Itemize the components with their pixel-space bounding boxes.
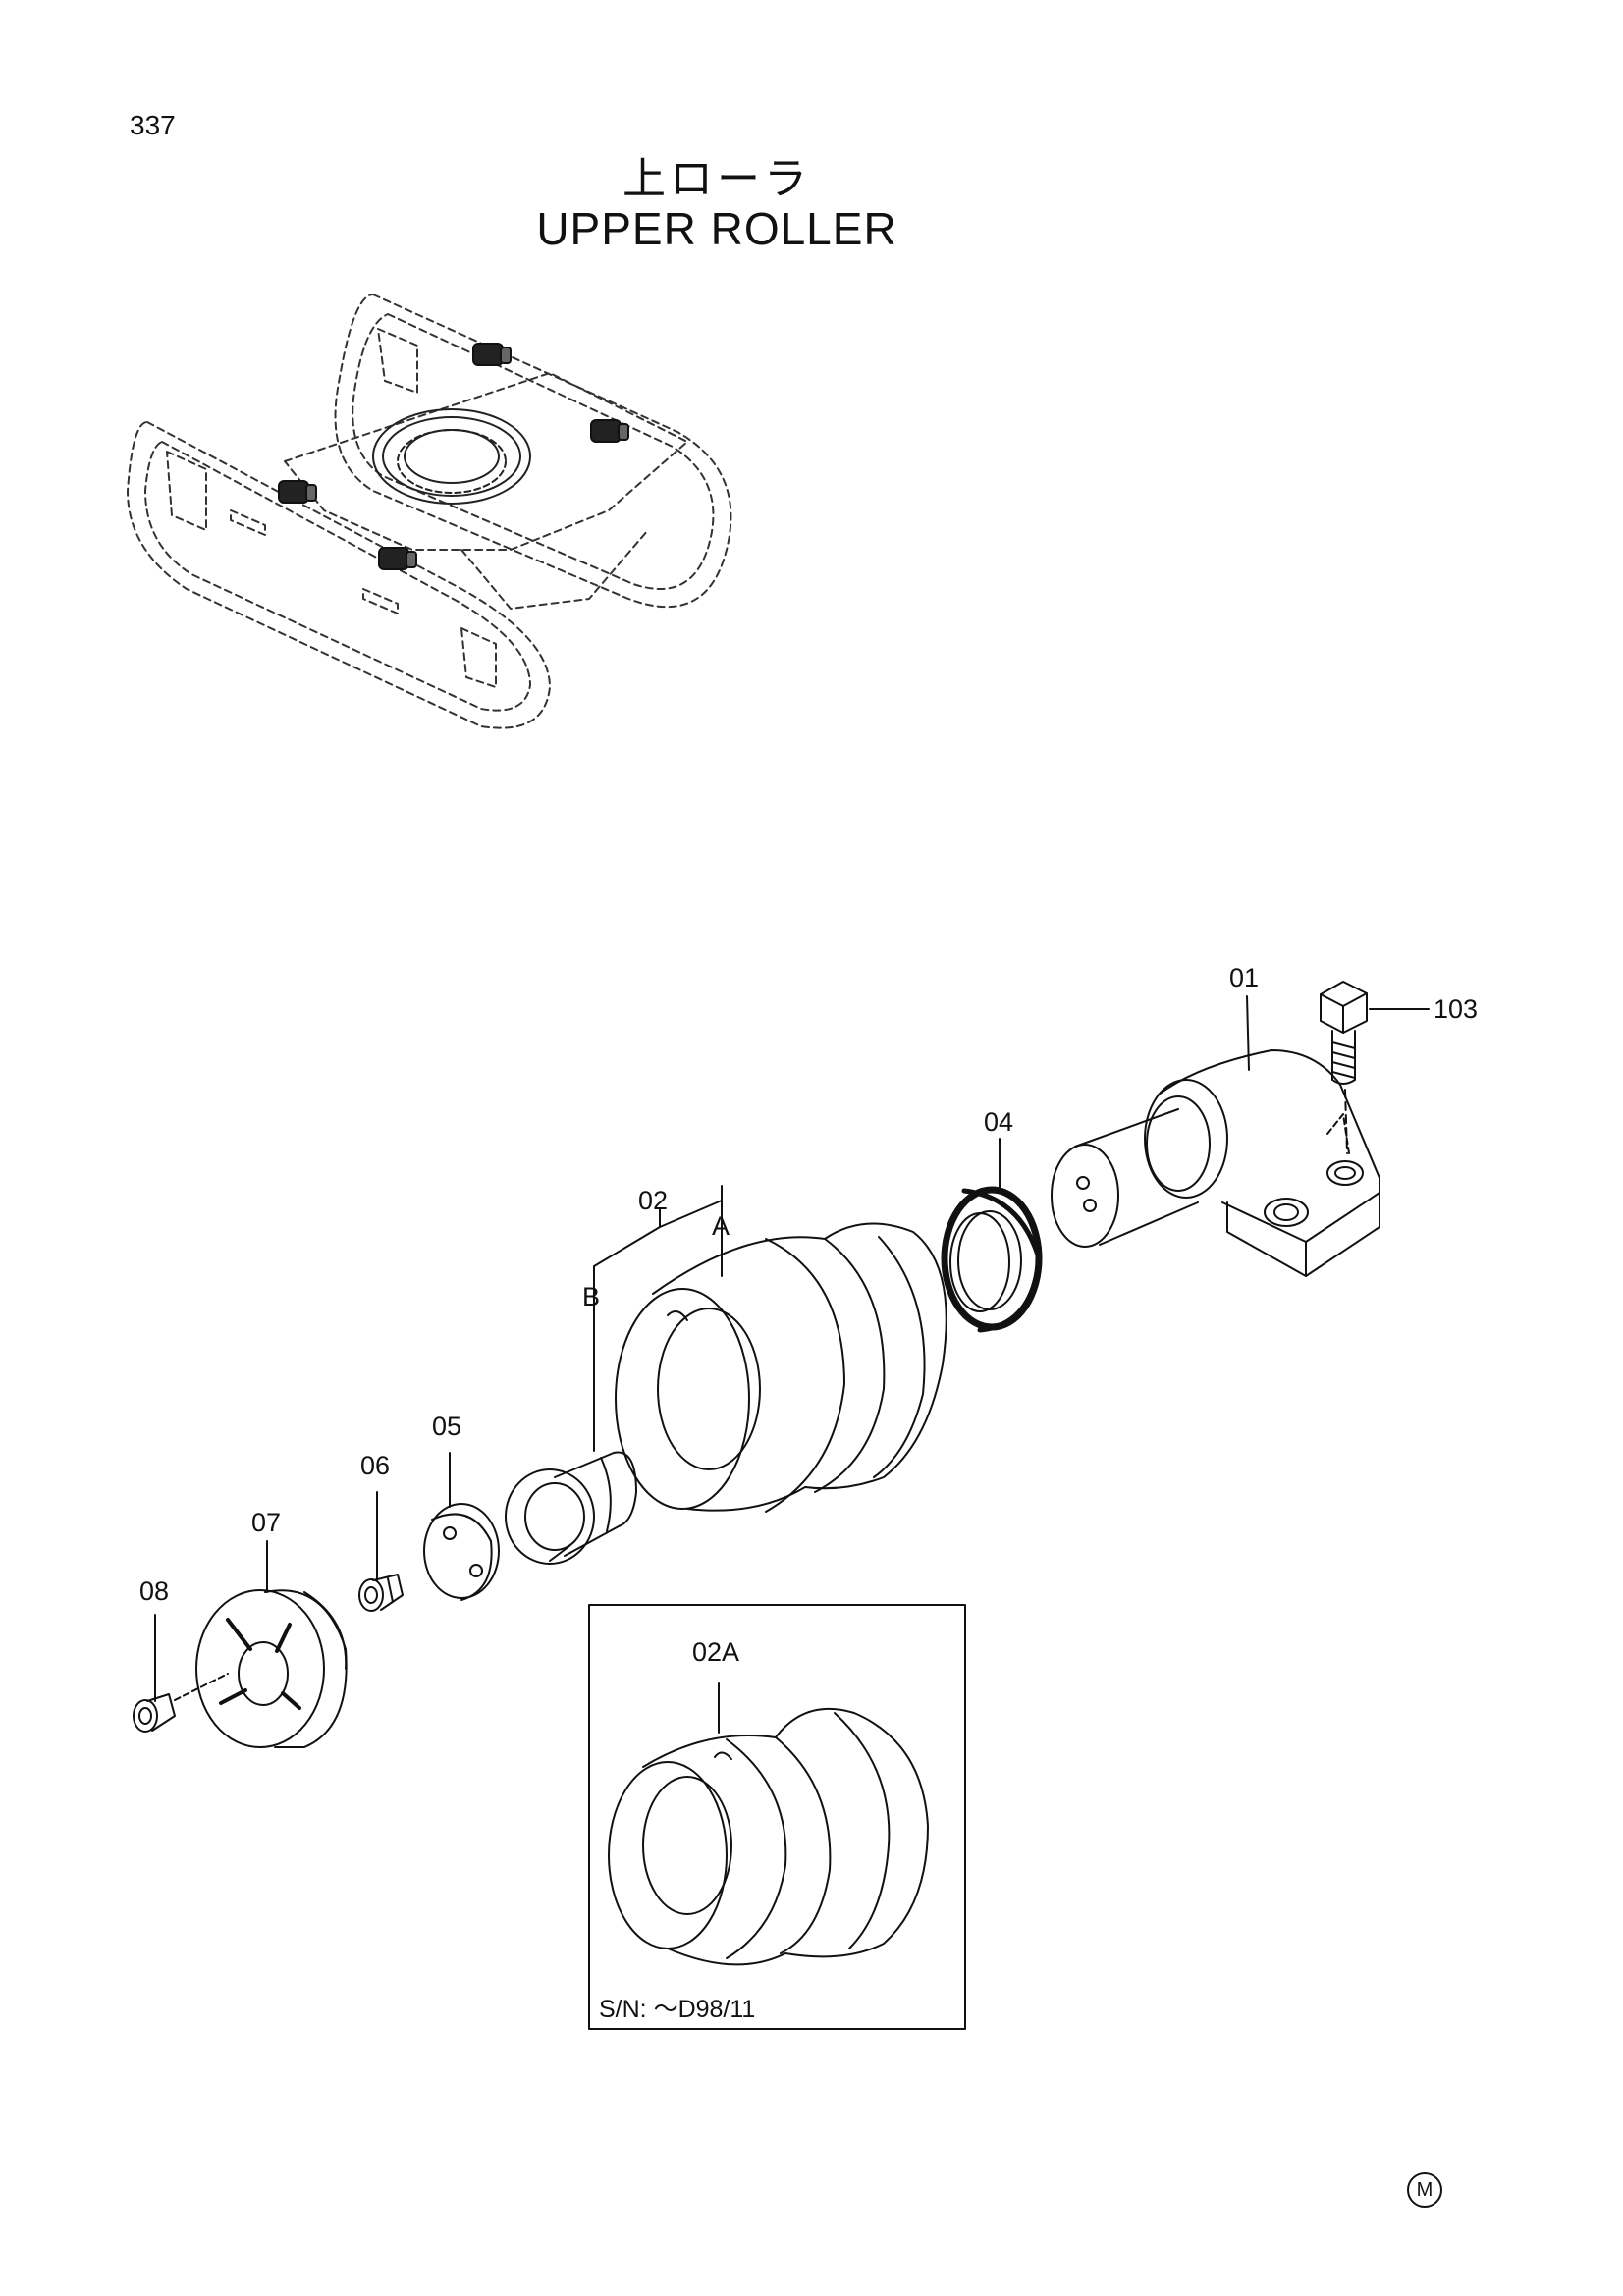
swing-bearing-ring [372, 408, 531, 505]
label-103: 103 [1434, 994, 1478, 1024]
undercarriage-overview [127, 294, 732, 729]
label-02: 02 [638, 1186, 668, 1215]
leader-lines [154, 995, 1430, 1734]
part-04-seal [941, 1186, 1043, 1333]
part-07-cover [195, 1589, 348, 1748]
inset-frame [588, 1604, 966, 2030]
part-103-bolt [1320, 981, 1368, 1154]
label-05: 05 [432, 1412, 461, 1441]
label-07: 07 [251, 1508, 281, 1537]
label-06: 06 [360, 1451, 390, 1480]
part-08-plug [133, 1673, 229, 1733]
part-06-screw [358, 1574, 404, 1612]
part-02-roller [615, 1222, 947, 1513]
label-A: A [712, 1211, 730, 1241]
label-B: B [582, 1282, 600, 1311]
label-08: 08 [139, 1576, 169, 1606]
label-01: 01 [1229, 963, 1259, 992]
title-english: UPPER ROLLER [536, 203, 897, 254]
upper-roller-locations [278, 343, 629, 570]
label-02A: 02A [692, 1637, 739, 1667]
part-01-bracket [1051, 1049, 1380, 1277]
label-04: 04 [984, 1107, 1013, 1137]
part-B-bushing [505, 1451, 637, 1565]
page-number: 337 [130, 110, 176, 140]
part-02A-roller [608, 1707, 929, 1966]
inset-serial-note: S/N: ～D98/11 [599, 1996, 755, 2023]
page-mark: M [1407, 2172, 1442, 2208]
part-05-plate [423, 1503, 500, 1601]
title-japanese: 上ローラ [622, 154, 811, 204]
